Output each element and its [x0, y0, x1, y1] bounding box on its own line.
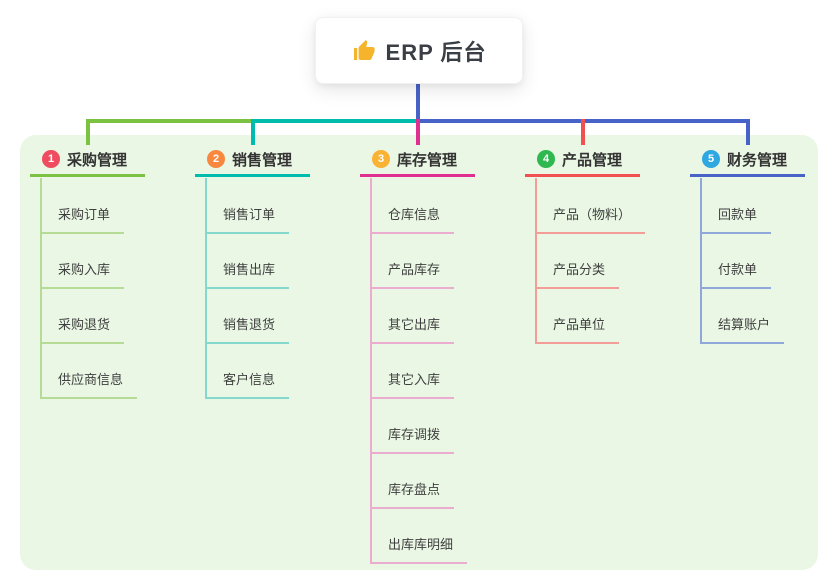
child-node[interactable]: 出库库明细 — [370, 536, 468, 564]
branch-3-child-connector — [370, 178, 372, 564]
branches-panel — [20, 135, 818, 570]
branch-product: 4 产品管理 产品（物料） 产品分类 产品单位 — [525, 119, 646, 344]
branch-sales: 2 销售管理 销售订单 销售出库 销售退货 客户信息 — [195, 119, 310, 399]
branch-drop-line — [415, 119, 420, 145]
child-node[interactable]: 采购退货 — [40, 316, 125, 344]
child-node[interactable]: 付款单 — [700, 261, 772, 289]
branch-drop-line — [250, 119, 255, 145]
child-node[interactable]: 销售订单 — [205, 206, 290, 234]
branch-drop-line — [580, 119, 585, 145]
branch-2-header[interactable]: 2 销售管理 — [195, 144, 310, 177]
child-node[interactable]: 产品分类 — [535, 261, 620, 289]
child-node[interactable]: 产品单位 — [535, 316, 620, 344]
child-node[interactable]: 采购订单 — [40, 206, 125, 234]
child-node[interactable]: 客户信息 — [205, 371, 290, 399]
branch-3-number-badge: 3 — [372, 150, 390, 168]
branch-drop-line — [745, 119, 750, 145]
branch-3-label: 库存管理 — [397, 151, 458, 169]
root-node[interactable]: ERP 后台 — [315, 17, 523, 84]
child-node[interactable]: 仓库信息 — [370, 206, 455, 234]
thumbs-up-icon — [352, 39, 376, 63]
branch-5-header[interactable]: 5 财务管理 — [690, 144, 805, 177]
branch-4-number-badge: 4 — [537, 150, 555, 168]
branch-drop-line — [85, 119, 90, 145]
child-node[interactable]: 其它入库 — [370, 371, 455, 399]
branch-purchase: 1 采购管理 采购订单 采购入库 采购退货 供应商信息 — [30, 119, 145, 399]
child-node[interactable]: 其它出库 — [370, 316, 455, 344]
child-node[interactable]: 产品（物料） — [535, 206, 646, 234]
child-node[interactable]: 库存调拨 — [370, 426, 455, 454]
root-connector-line — [416, 84, 420, 121]
child-node[interactable]: 产品库存 — [370, 261, 455, 289]
branch-1-number-badge: 1 — [42, 150, 60, 168]
child-node[interactable]: 供应商信息 — [40, 371, 138, 399]
branch-3-header[interactable]: 3 库存管理 — [360, 144, 475, 177]
trunk-segment-green — [86, 119, 252, 123]
child-node[interactable]: 库存盘点 — [370, 481, 455, 509]
branch-4-header[interactable]: 4 产品管理 — [525, 144, 640, 177]
branch-5-label: 财务管理 — [727, 151, 788, 169]
branch-1-label: 采购管理 — [67, 151, 128, 169]
branch-1-header[interactable]: 1 采购管理 — [30, 144, 145, 177]
branch-2-number-badge: 2 — [207, 150, 225, 168]
branch-5-number-badge: 5 — [702, 150, 720, 168]
branch-inventory: 3 库存管理 仓库信息 产品库存 其它出库 其它入库 库存调拨 库存盘点 出库库… — [360, 119, 475, 564]
branch-4-label: 产品管理 — [562, 151, 623, 169]
child-node[interactable]: 回款单 — [700, 206, 772, 234]
branch-4-child-connector — [535, 178, 537, 344]
branch-5-child-connector — [700, 178, 702, 344]
child-node[interactable]: 销售退货 — [205, 316, 290, 344]
child-node[interactable]: 销售出库 — [205, 261, 290, 289]
branch-finance: 5 财务管理 回款单 付款单 结算账户 — [690, 119, 805, 344]
trunk-segment-teal — [252, 119, 416, 123]
branch-2-label: 销售管理 — [232, 151, 293, 169]
root-label: ERP 后台 — [385, 39, 487, 65]
child-node[interactable]: 采购入库 — [40, 261, 125, 289]
child-node[interactable]: 结算账户 — [700, 316, 785, 344]
